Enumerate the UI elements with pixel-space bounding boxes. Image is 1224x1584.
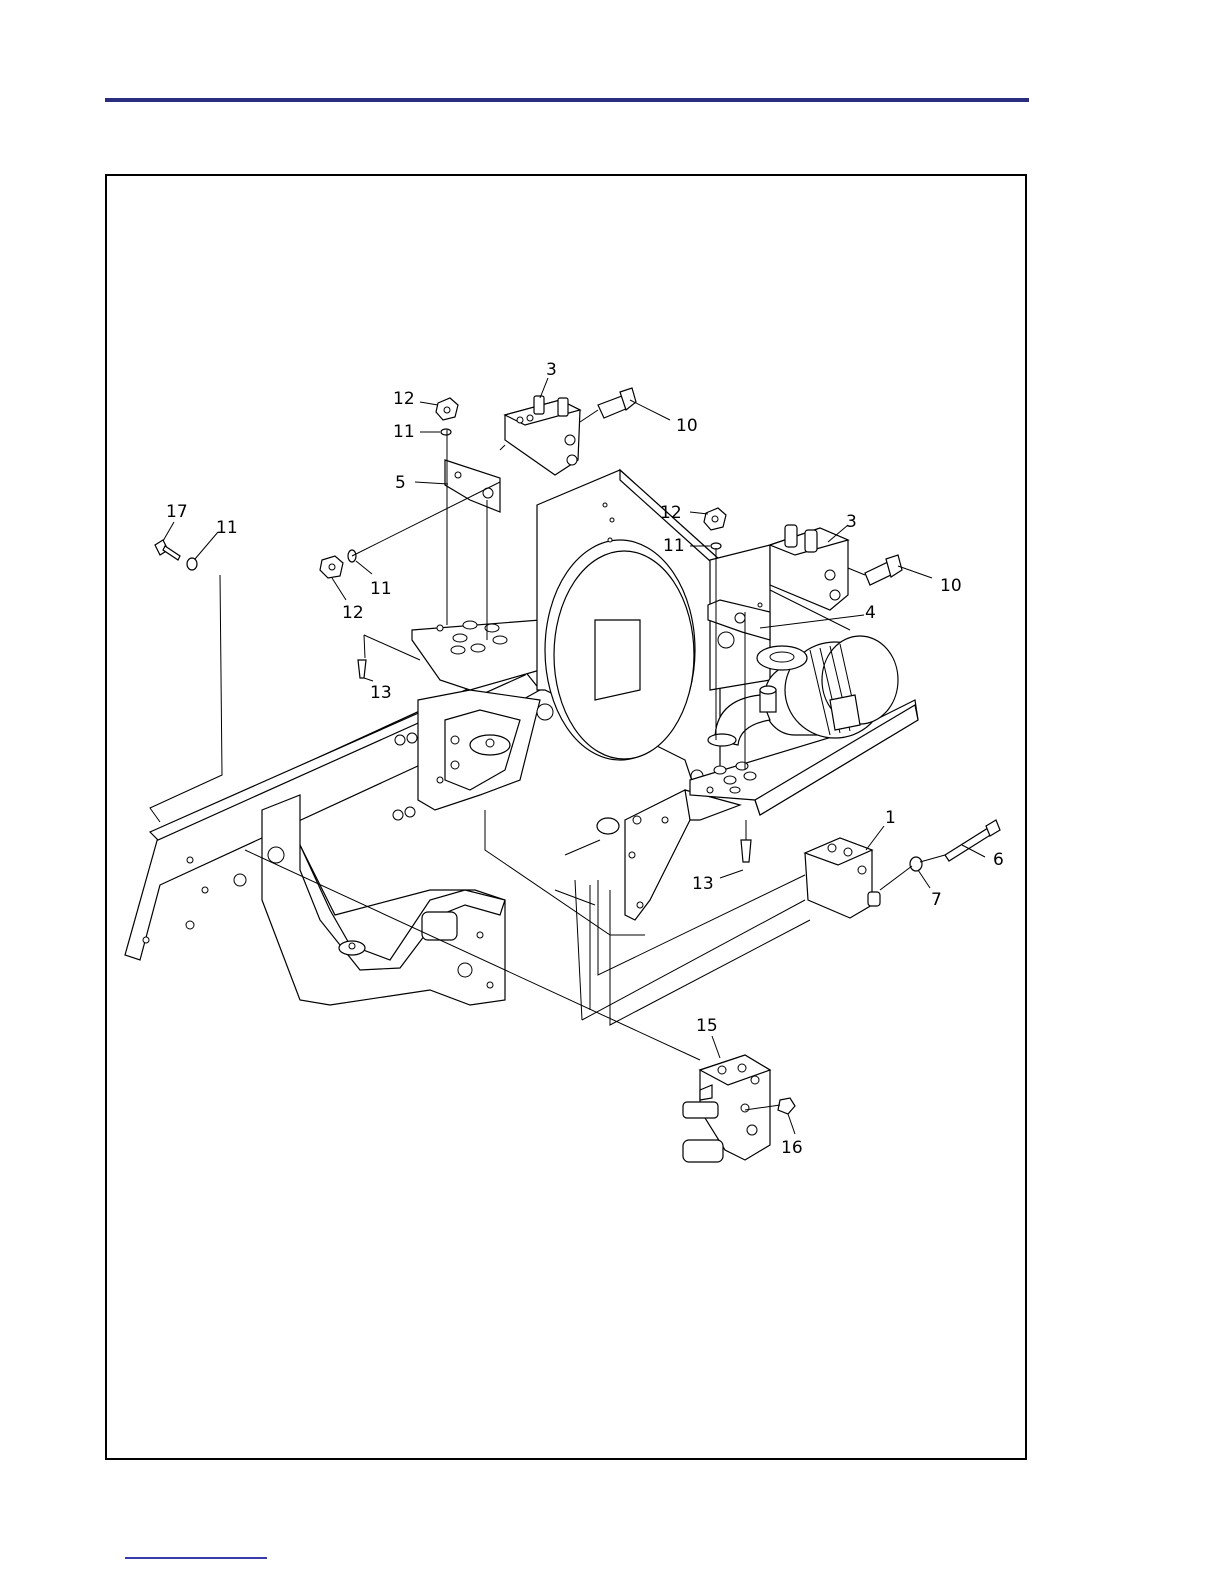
callout-17: 17 bbox=[166, 502, 188, 522]
callout-4: 4 bbox=[865, 603, 876, 623]
callout-12-mid: 12 bbox=[342, 603, 364, 623]
callout-11-upper: 11 bbox=[393, 422, 415, 442]
callout-3-right: 3 bbox=[846, 512, 857, 532]
callout-1: 1 bbox=[885, 808, 896, 828]
callout-12-right: 12 bbox=[660, 503, 682, 523]
fitting-16 bbox=[778, 1098, 795, 1114]
callout-5: 5 bbox=[395, 473, 406, 493]
left-mount-bracket bbox=[262, 795, 505, 1005]
callout-11-right: 11 bbox=[663, 536, 685, 556]
callout-7: 7 bbox=[931, 890, 942, 910]
nut-12-right bbox=[704, 508, 726, 530]
callout-11-left: 11 bbox=[216, 518, 238, 538]
callout-11-mid: 11 bbox=[370, 579, 392, 599]
callout-labels: 3 12 11 10 5 17 11 11 12 13 12 11 3 10 4… bbox=[166, 360, 1004, 1158]
valve-3-upper bbox=[505, 388, 636, 475]
callout-13-left: 13 bbox=[370, 683, 392, 703]
callout-10-right: 10 bbox=[940, 576, 962, 596]
right-lower-plate bbox=[597, 790, 740, 920]
bolt-17 bbox=[155, 540, 180, 560]
callout-12-upper: 12 bbox=[393, 389, 415, 409]
nut-12-mid bbox=[320, 556, 343, 578]
bolt-6 bbox=[945, 820, 1000, 861]
callout-3-upper: 3 bbox=[546, 360, 557, 380]
fan-shroud-housing bbox=[537, 470, 720, 790]
washer-11-upper bbox=[441, 429, 451, 435]
valve-3-right bbox=[770, 525, 902, 610]
callout-6: 6 bbox=[993, 850, 1004, 870]
washer-11-left bbox=[187, 558, 197, 570]
callout-10-upper: 10 bbox=[676, 416, 698, 436]
callout-15: 15 bbox=[696, 1016, 718, 1036]
valve-1 bbox=[805, 838, 880, 918]
nut-12-upper bbox=[436, 398, 458, 420]
center-inner-plate bbox=[418, 690, 540, 810]
washer-7 bbox=[910, 857, 922, 871]
screw-13-right bbox=[741, 840, 751, 862]
screw-13-left bbox=[358, 660, 366, 678]
callout-16: 16 bbox=[781, 1138, 803, 1158]
callout-13-right: 13 bbox=[692, 874, 714, 894]
